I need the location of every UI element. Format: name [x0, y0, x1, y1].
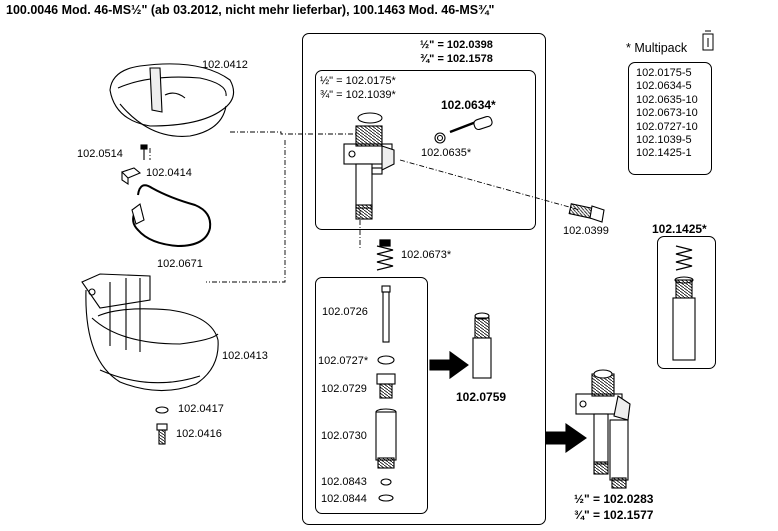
multipack-label: * Multipack [626, 41, 688, 55]
multipack-item: 102.1039-5 [636, 134, 692, 147]
main-box-three-quarter-label: ¾" = 102.1578 [420, 53, 493, 65]
arrow-to-valve [545, 422, 587, 454]
ring-0727-drawing [377, 355, 395, 365]
arrow-to-0759 [429, 350, 469, 380]
insert-0759-drawing [472, 312, 492, 379]
nut-0729-drawing [376, 373, 396, 399]
part-label-0759: 102.0759 [456, 390, 507, 404]
part-label-0727: 102.0727* [318, 355, 369, 367]
part-label-0414: 102.0414 [146, 167, 192, 179]
multipack-item: 102.0727-10 [636, 120, 698, 133]
finished-valve-drawing [575, 369, 631, 489]
multipack-frame [628, 62, 712, 175]
part-label-0634: 102.0634* [441, 98, 496, 112]
rod-0726-drawing [381, 285, 391, 343]
bottom-right-three-quarter-label: ¾" = 102.1577 [574, 508, 654, 522]
part-label-0417: 102.0417 [178, 403, 224, 415]
screw-0514-drawing [140, 144, 148, 160]
part-label-0635: 102.0635* [421, 147, 472, 159]
washer-0417-drawing [155, 406, 169, 414]
wire-bracket-drawing [131, 184, 212, 248]
part-label-0729: 102.0729 [321, 383, 367, 395]
insert-assembly-frame [315, 277, 428, 514]
main-assembly-frame [302, 33, 546, 525]
multipack-item: 102.0634-5 [636, 80, 692, 93]
multipack-icon [702, 30, 714, 51]
sleeve-0730-drawing [375, 408, 397, 469]
part-label-1425: 102.1425* [652, 222, 707, 236]
multipack-item: 102.0175-5 [636, 67, 692, 79]
part-label-0412: 102.0412 [202, 59, 248, 71]
screw-0399-drawing [568, 203, 605, 223]
multipack-item: 102.0635-10 [636, 93, 698, 106]
part-label-0671: 102.0671 [157, 258, 203, 270]
washer-0844-drawing [378, 494, 394, 502]
valve-body-drawing [343, 112, 395, 220]
clip-0414-drawing [120, 167, 142, 186]
multipack-list: 102.0175-5 102.0634-5 102.0635-10 102.06… [636, 67, 698, 161]
part-label-0726: 102.0726 [322, 306, 368, 318]
part-label-0399: 102.0399 [563, 225, 609, 237]
part-label-0844: 102.0844 [321, 493, 367, 505]
multipack-item: 102.0673-10 [636, 107, 698, 120]
valve-pin-0634-drawing [449, 115, 493, 134]
spring-0673-drawing [376, 239, 394, 271]
screw-0416-drawing [156, 423, 168, 445]
part-label-0413: 102.0413 [222, 350, 268, 362]
valve-assembly-frame [315, 70, 536, 230]
spare-1425-drawing [672, 245, 696, 361]
main-box-half-label: ½" = 102.0398 [420, 39, 493, 51]
part-label-0514: 102.0514 [77, 148, 123, 160]
page-title: 100.0046 Mod. 46-MS½" (ab 03.2012, nicht… [6, 3, 495, 17]
o-ring-0635-drawing [434, 132, 446, 144]
washer-0843-drawing [380, 478, 392, 486]
spare-spring-frame [657, 236, 716, 369]
part-label-0730: 102.0730 [321, 430, 367, 442]
multipack-item: 102.1425-1 [636, 147, 692, 160]
connection-lines [149, 131, 581, 283]
part-label-0843: 102.0843 [321, 476, 367, 488]
bottom-right-half-label: ½" = 102.0283 [574, 492, 654, 506]
part-label-0416: 102.0416 [176, 428, 222, 440]
valve-box-half-label: ½" = 102.0175* [320, 75, 396, 87]
bowl-small-drawing [109, 63, 235, 137]
bowl-large-drawing [81, 273, 219, 392]
part-label-0673: 102.0673* [401, 249, 452, 261]
valve-box-three-quarter-label: ¾" = 102.1039* [320, 89, 396, 101]
